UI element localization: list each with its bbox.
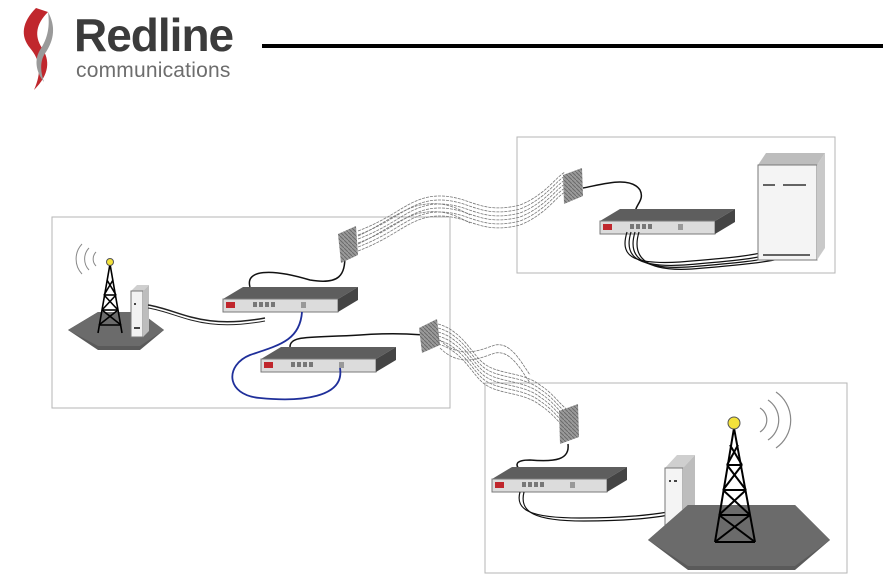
left-modem-2 <box>261 347 396 372</box>
top-right-modem <box>600 209 735 234</box>
left-server <box>131 285 149 337</box>
top-right-server-cabinet <box>758 153 825 260</box>
bottom-right-antenna <box>559 404 579 444</box>
left-modem-1 <box>223 287 358 312</box>
bottom-right-modem <box>492 467 627 492</box>
